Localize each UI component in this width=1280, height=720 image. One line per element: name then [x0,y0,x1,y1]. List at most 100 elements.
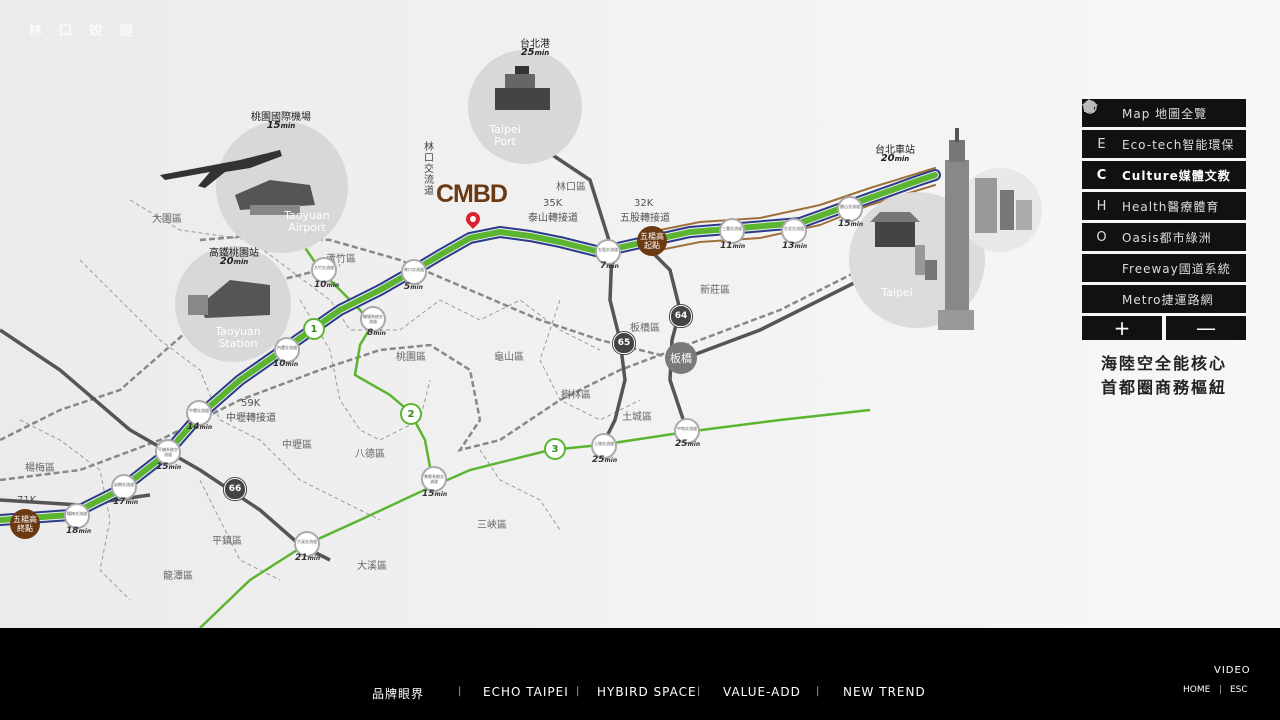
interchange-pingzhen[interactable]: 平鎮系統交流道 [155,439,181,465]
menu-oasis[interactable]: O Oasis都市綠洲 [1082,223,1246,251]
airport-name: 桃園國際機場 [251,112,311,123]
ic-time-yuanshan: 15min [838,219,864,229]
label-35k: 35K [543,198,563,209]
taipei-station-time: 20min [880,153,910,164]
interchange-sanchong[interactable]: 三重交流道 [719,218,745,244]
ic-time-dazhu: 10min [314,280,340,290]
wugao-end-marker[interactable]: 五楊高終點 [10,509,40,539]
label-71k: 71K [17,495,37,506]
district-daxi: 大溪區 [357,561,387,572]
ic-time-airport-system: 8min [367,328,386,338]
interchange-wugu[interactable]: 五股交流道 [595,239,621,265]
zoom-in-button[interactable]: + [1082,316,1162,340]
district-xinzhuang: 新莊區 [700,285,730,296]
menu-health[interactable]: H Health醫療體育 [1082,192,1246,220]
port-name: 台北港 [520,39,550,50]
taipei-en[interactable]: Taipei [881,286,913,299]
freeway-1-marker: 1 [303,318,325,340]
label-wugu: 五股轉接道 [620,213,670,224]
tagline: 海陸空全能核心 首都圈商務樞紐 [1100,354,1227,397]
district-taoyuan: 桃園區 [396,352,426,363]
linkou-ic-vertical-label: 林口交流道 [424,142,434,197]
cmbd-logo[interactable]: CMBD [436,180,508,208]
freeway-2-marker: 2 [400,403,422,425]
wugao-start-marker[interactable]: 五楊高起點 [637,226,667,256]
district-yangmei: 楊梅區 [25,463,55,474]
ic-time-youshi: 17min [113,497,139,507]
nav-separator: | [816,686,820,697]
district-luzhu: 蘆竹區 [326,254,356,265]
district-tucheng: 土城區 [622,412,652,423]
menu-freeway[interactable]: Freeway國道系統 [1082,100,1246,282]
interchange-zhonghe[interactable]: 中和交流道 [674,418,700,444]
label-zhongli-transfer: 中壢轉接道 [226,413,276,424]
ic-time-daxi: 21min [295,553,321,563]
esc-link[interactable]: ESC [1230,685,1248,695]
home-esc-separator: | [1219,685,1223,695]
label-32k: 32K [634,198,654,209]
interchange-neili[interactable]: 內壢交流道 [274,337,300,363]
interchange-tucheng[interactable]: 土城交流道 [591,433,617,459]
ic-time-linkou: 5min [404,282,423,292]
ic-time-neili: 10min [273,359,299,369]
taipei-station-name: 台北車站 [875,145,915,156]
ic-time-yangmei: 18min [66,526,92,536]
video-link[interactable]: VIDEO [1214,665,1251,676]
district-sanxia: 三峽區 [477,520,507,531]
menu-metro[interactable]: Metro捷運路網 [1082,102,1246,313]
interchange-taipei[interactable]: 台北交流道 [781,218,807,244]
banqiao-station[interactable]: 板橋 [665,342,697,374]
interchange-youshi[interactable]: 幼獅交流道 [111,474,137,500]
ic-time-yingge: 15min [422,489,448,499]
zoom-out-button[interactable]: — [1166,316,1246,340]
menu-eco-tech[interactable]: E Eco-tech智能環保 [1082,130,1246,158]
district-banqiao: 板橋區 [630,323,660,334]
highway-65-shield: 65 [613,332,635,354]
ic-time-zhongli: 14min [187,422,213,432]
district-longtan: 龍潭區 [163,571,193,582]
interchange-yingge[interactable]: 鶯歌系統交流道 [421,466,447,492]
nav-separator: | [576,686,580,697]
port-time: 25min [520,47,550,58]
interchange-airport-system[interactable]: 機場系統交流道 [360,306,386,332]
ic-time-taipei: 13min [782,241,808,251]
menu-culture[interactable]: C Culture媒體文教 [1082,161,1246,189]
airport-time: 15min [266,120,296,131]
interchange-daxi[interactable]: 大溪交流道 [294,531,320,557]
label-59k: 59K [241,398,261,409]
district-zhongli: 中壢區 [282,440,312,451]
interchange-yangmei[interactable]: 楊梅交流道 [64,503,90,529]
brand-title: 林 口 蛻 變 [28,23,140,39]
hsr-time: 20min [219,256,249,267]
interchange-yuanshan[interactable]: 圓山交流道 [837,196,863,222]
interchange-zhongli[interactable]: 中壢交流道 [186,400,212,426]
nav-brand-vision[interactable]: 品牌眼界 [372,687,425,701]
interchange-linkou[interactable]: 林口交流道 [401,259,427,285]
nav-value-add[interactable]: VALUE-ADD [723,685,801,699]
nav-hybird-space[interactable]: HYBIRD SPACE [597,685,697,699]
district-guishan: 龜山區 [494,352,524,363]
map-menu: Map 地圖全覽 E Eco-tech智能環保 C Culture媒體文教 H … [1082,99,1246,340]
district-shulin: 樹林區 [561,390,591,401]
nav-separator: | [697,686,701,697]
ic-time-tucheng: 25min [592,455,618,465]
freeway-3-marker: 3 [544,438,566,460]
interchange-dazhu[interactable]: 大竹交流道 [311,257,337,283]
nav-echo-taipei[interactable]: ECHO TAIPEI [483,685,569,699]
ic-time-zhonghe: 25min [675,439,701,449]
nav-new-trend[interactable]: NEW TREND [843,685,926,699]
district-dayuan: 大園區 [152,214,182,225]
home-link[interactable]: HOME [1183,685,1211,695]
ic-time-pingzhen: 15min [156,462,182,472]
footer-nav: 品牌眼界 | ECHO TAIPEI | HYBIRD SPACE | VALU… [0,628,1280,720]
district-pingzhen: 平鎮區 [212,536,242,547]
nav-separator: | [458,686,462,697]
district-linkou: 林口區 [556,182,586,193]
highway-66-shield: 66 [224,478,246,500]
ic-time-sanchong: 11min [720,241,746,251]
menu-map-overview[interactable]: Map 地圖全覽 [1082,99,1246,127]
